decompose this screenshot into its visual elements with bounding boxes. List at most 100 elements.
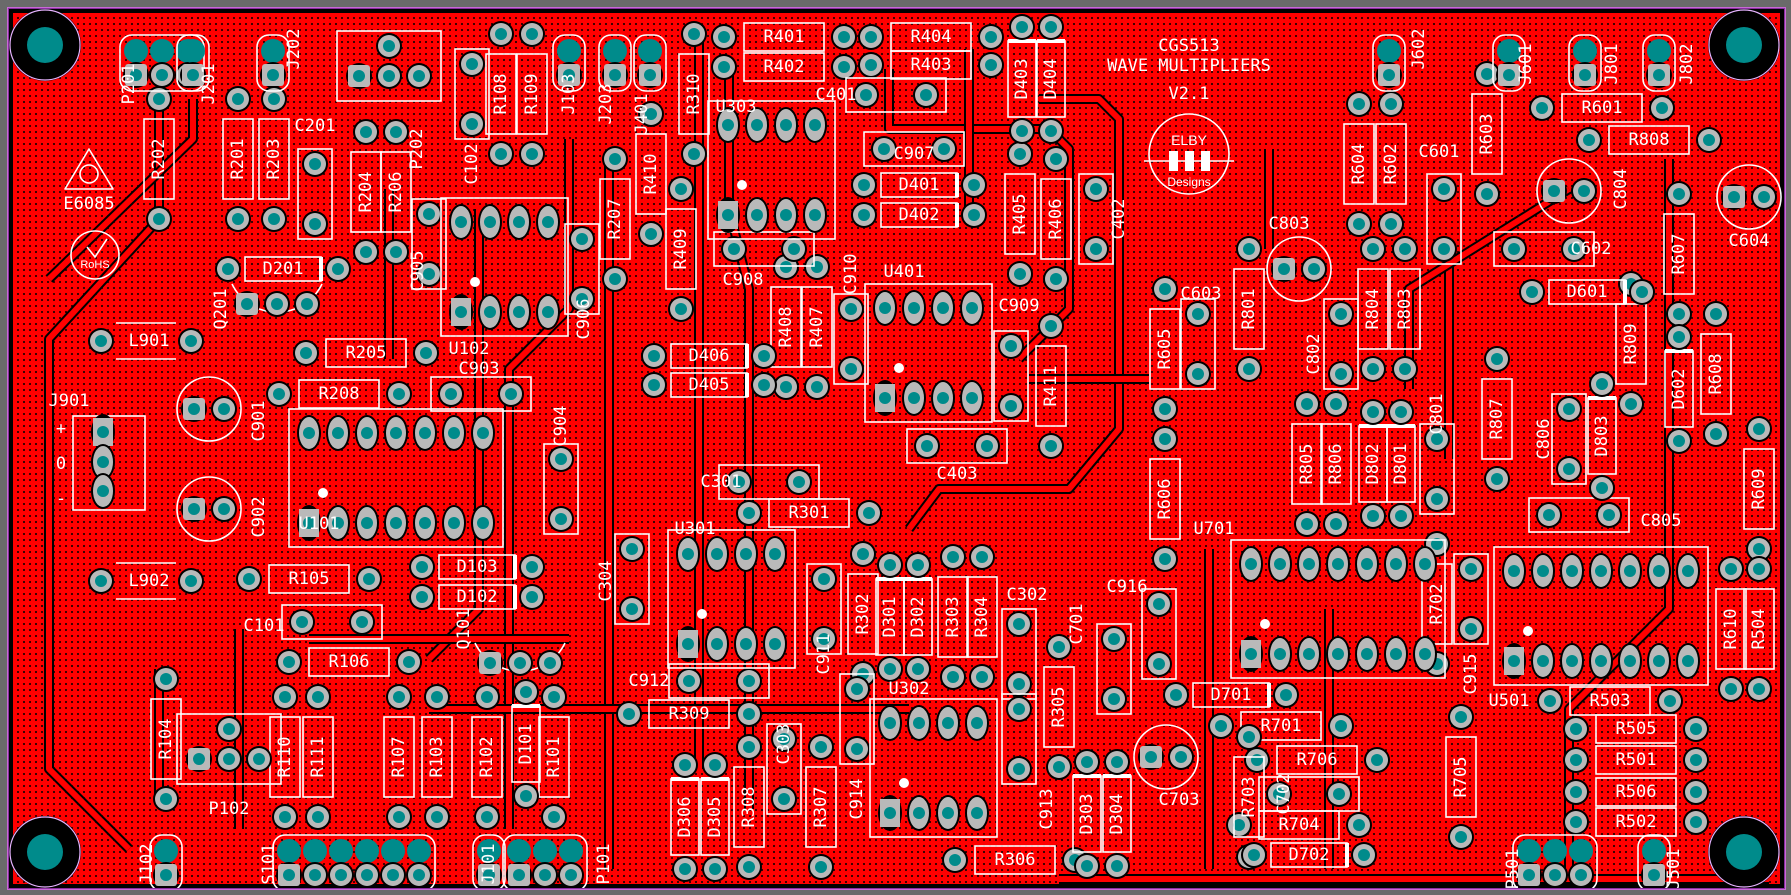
resistor-r401[interactable] — [711, 22, 857, 52]
transistor-q101[interactable] — [474, 642, 566, 676]
capacitor-c904[interactable] — [543, 443, 579, 535]
diode-d405[interactable] — [641, 372, 777, 398]
diode-d802[interactable] — [1358, 399, 1388, 529]
resistor-r604[interactable] — [1343, 91, 1375, 237]
diode-d702[interactable] — [1241, 842, 1377, 868]
trimpot-p102[interactable] — [176, 713, 282, 785]
connector-j102[interactable] — [149, 834, 183, 888]
capacitor-c402[interactable] — [1078, 173, 1114, 265]
connector-j101[interactable] — [472, 834, 506, 888]
connector-p101[interactable] — [502, 834, 588, 888]
connector-s101[interactable] — [272, 834, 436, 888]
resistor-r701[interactable] — [1208, 711, 1354, 741]
inductor-l901[interactable] — [88, 322, 204, 360]
resistor-r504[interactable] — [1743, 556, 1775, 702]
resistor-r206[interactable] — [380, 119, 412, 265]
capacitor-c403[interactable] — [906, 428, 1008, 464]
capacitor-c914[interactable] — [839, 673, 875, 765]
resistor-r205[interactable] — [293, 338, 439, 368]
capacitor-c602[interactable] — [1493, 231, 1595, 267]
capacitor-c906[interactable] — [564, 223, 600, 315]
resistor-r202[interactable] — [143, 86, 175, 232]
diode-d101[interactable] — [511, 679, 541, 809]
capacitor-c301[interactable] — [718, 464, 820, 500]
resistor-r411[interactable] — [1035, 313, 1067, 459]
resistor-r808[interactable] — [1576, 125, 1722, 155]
resistor-r405[interactable] — [1004, 141, 1036, 287]
capacitor-c804[interactable] — [1536, 158, 1602, 224]
capacitor-c806[interactable] — [1551, 393, 1587, 485]
capacitor-c102[interactable] — [454, 48, 490, 140]
resistor-r605[interactable] — [1149, 276, 1181, 422]
ic-u301[interactable] — [667, 529, 796, 669]
connector-j901[interactable] — [72, 414, 146, 511]
resistor-r804[interactable] — [1357, 236, 1389, 382]
resistor-r406[interactable] — [1040, 146, 1072, 292]
ic-u302[interactable] — [869, 698, 998, 838]
connector-j601[interactable] — [1492, 34, 1526, 92]
resistor-r310[interactable] — [678, 21, 710, 167]
ic-u101[interactable] — [288, 408, 504, 548]
ic-u701[interactable] — [1230, 539, 1446, 679]
diode-d801[interactable] — [1386, 399, 1416, 529]
resistor-r607[interactable] — [1663, 181, 1695, 327]
capacitor-c302[interactable] — [1001, 608, 1037, 700]
resistor-r410[interactable] — [635, 101, 667, 247]
resistor-r201[interactable] — [222, 86, 254, 232]
capacitor-c401[interactable] — [845, 77, 947, 113]
resistor-r606[interactable] — [1149, 426, 1181, 572]
diode-d803[interactable] — [1587, 371, 1617, 501]
diode-d303[interactable] — [1072, 749, 1102, 879]
capacitor-c909[interactable] — [993, 330, 1029, 422]
resistor-r502[interactable] — [1563, 807, 1709, 837]
inductor-l902[interactable] — [88, 562, 204, 600]
diode-d701[interactable] — [1163, 682, 1299, 708]
resistor-r101[interactable] — [538, 684, 570, 830]
transistor-q201[interactable] — [231, 283, 323, 317]
resistor-r407[interactable] — [801, 254, 833, 400]
resistor-r705[interactable] — [1445, 704, 1477, 850]
resistor-r204[interactable] — [350, 119, 382, 265]
resistor-r608[interactable] — [1700, 301, 1732, 447]
resistor-r806[interactable] — [1320, 391, 1352, 537]
resistor-r305[interactable] — [1043, 634, 1075, 780]
connector-j802[interactable] — [1642, 34, 1676, 92]
connector-p501[interactable] — [1512, 834, 1598, 888]
diode-d601[interactable] — [1519, 279, 1655, 305]
resistor-r108[interactable] — [485, 21, 517, 167]
diode-d103[interactable] — [409, 554, 545, 580]
diode-d304[interactable] — [1102, 749, 1132, 879]
resistor-r602[interactable] — [1375, 91, 1407, 237]
capacitor-c901[interactable] — [176, 376, 242, 442]
resistor-r805[interactable] — [1291, 391, 1323, 537]
resistor-r307[interactable] — [805, 734, 837, 880]
connector-j501[interactable] — [1637, 834, 1671, 888]
capacitor-c101[interactable] — [281, 604, 383, 640]
connector-j103[interactable] — [552, 34, 586, 92]
ic-u102[interactable] — [440, 197, 569, 337]
capacitor-c703[interactable] — [1133, 724, 1199, 790]
resistor-r610[interactable] — [1715, 556, 1747, 702]
capacitor-c910[interactable] — [833, 293, 869, 385]
resistor-r402[interactable] — [711, 52, 857, 82]
resistor-r208[interactable] — [266, 379, 412, 409]
resistor-r501[interactable] — [1563, 745, 1709, 775]
diode-d401[interactable] — [851, 172, 987, 198]
resistor-r807[interactable] — [1481, 346, 1513, 492]
diode-d602[interactable] — [1664, 324, 1694, 454]
capacitor-c604[interactable] — [1716, 164, 1782, 230]
diode-d306[interactable] — [670, 752, 700, 882]
ic-u303[interactable] — [707, 100, 836, 240]
resistor-r110[interactable] — [269, 684, 301, 830]
resistor-r309[interactable] — [616, 699, 762, 729]
capacitor-c303[interactable] — [766, 723, 802, 815]
capacitor-c916[interactable] — [1141, 588, 1177, 680]
diode-d102[interactable] — [409, 584, 545, 610]
resistor-r409[interactable] — [665, 176, 697, 322]
resistor-r408[interactable] — [770, 254, 802, 400]
connector-j203[interactable] — [598, 34, 632, 92]
resistor-r801[interactable] — [1233, 236, 1265, 382]
resistor-r203[interactable] — [258, 86, 290, 232]
capacitor-c913[interactable] — [1001, 693, 1037, 785]
capacitor-c903[interactable] — [430, 376, 532, 412]
